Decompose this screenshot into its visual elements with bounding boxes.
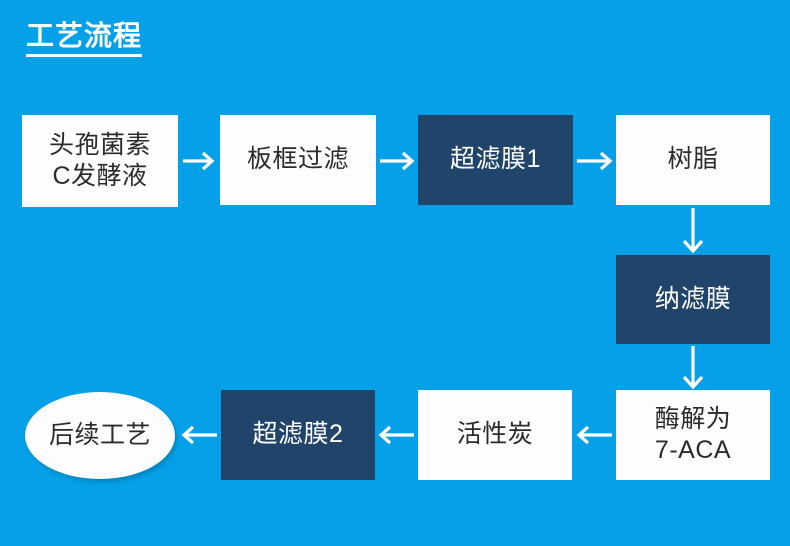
node-plate-frame-filtration[interactable]: 板框过滤 (220, 115, 376, 205)
node-fermentation-broth[interactable]: 头孢菌素 C发酵液 (22, 115, 178, 207)
node-enzymatic-hydrolysis-7aca[interactable]: 酶解为 7-ACA (616, 390, 770, 480)
node-ultrafiltration-membrane-1[interactable]: 超滤膜1 (418, 115, 573, 205)
node-activated-carbon[interactable]: 活性炭 (418, 390, 572, 480)
page-title: 工艺流程 (26, 20, 143, 58)
arrow-n2-n3 (380, 151, 415, 171)
arrow-n1-n2 (183, 151, 215, 171)
arrow-n6-n7 (576, 425, 612, 445)
node-resin[interactable]: 树脂 (616, 115, 770, 205)
node-ultrafiltration-membrane-2[interactable]: 超滤膜2 (221, 390, 375, 480)
arrow-n7-n8 (378, 425, 414, 445)
arrow-n5-n6 (682, 346, 704, 390)
arrow-n8-n9 (181, 425, 217, 445)
arrow-n3-n4 (577, 151, 613, 171)
arrow-n4-n5 (682, 208, 704, 254)
node-nanofiltration-membrane[interactable]: 纳滤膜 (616, 255, 770, 344)
node-subsequent-process[interactable]: 后续工艺 (25, 392, 175, 479)
